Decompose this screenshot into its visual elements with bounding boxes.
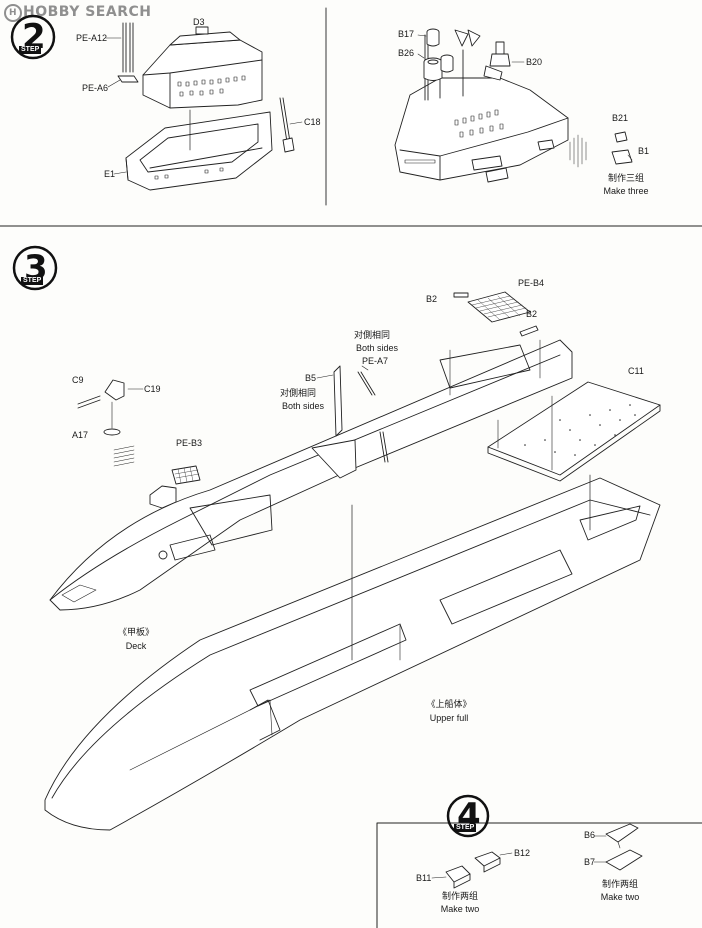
label-c9: C9 [72,375,84,385]
step-badge-ring [10,14,56,60]
watermark-logo: H [4,4,22,22]
label-e1: E1 [104,169,116,179]
label-b1: B1 [638,146,650,156]
label-d3: D3 [193,17,205,27]
step4-right-note-en: Make two [600,892,640,902]
label-a17: A17 [72,430,89,440]
step-4-badge: 4 STEP [446,794,490,838]
label-b20: B20 [526,57,543,67]
label-pe-a7: PE-A7 [362,356,389,366]
step3-hull-en: Upper full [429,713,469,723]
part-b20-sensor [489,41,525,67]
step-3-word: STEP [21,277,44,285]
label-c18: C18 [304,117,321,127]
label-b6: B6 [584,830,596,840]
step2-note-cn: 制作三组 [607,174,644,184]
step-badge-ring [446,794,490,838]
label-b21: B21 [612,113,629,123]
label-b2-left: B2 [426,294,438,304]
step-2-badge: 2 STEP [10,14,56,60]
label-b5: B5 [305,373,317,383]
part-b5-pe-a7-ladders [316,365,389,463]
label-b2-right: B2 [526,309,538,319]
step3-deck-en: Deck [125,641,147,651]
step2-note-en: Make three [603,186,649,196]
part-c9-c19-gun [77,379,144,467]
label-c11: C11 [628,366,644,376]
label-b11: B11 [416,873,432,883]
label-b17: B17 [398,29,415,39]
step3-deck-cn: 《甲板》 [117,628,154,638]
label-c19: C19 [144,384,161,394]
part-d3-superstructure [142,26,263,109]
step3-both-sides-2-en: Both sides [282,401,325,411]
step3-hull-cn: 《上船体》 [426,700,472,710]
part-b21-b1-brackets [569,131,633,168]
label-pe-b4: PE-B4 [518,278,545,288]
part-c18-antenna [279,97,303,153]
step-3-badge: 3 STEP [12,245,58,291]
part-c11-panel [487,381,661,482]
divider-step4-box [376,822,702,928]
part-b6-b7-fittings [593,823,643,871]
step4-right-note-cn: 制作两组 [601,880,638,890]
label-b12: B12 [514,848,531,858]
step4-left-note-en: Make two [440,904,480,914]
step-2-word: STEP [19,46,42,54]
label-pe-a12: PE-A12 [76,33,108,43]
part-b11-b12-fittings [431,851,513,889]
step4-left-note-cn: 制作两组 [441,892,478,902]
part-deck [49,339,573,611]
part-e1-deck-base [113,111,273,191]
step-2-number: 2 [22,17,46,57]
label-pe-b3: PE-B3 [176,438,203,448]
label-b26: B26 [398,48,415,58]
step3-both-sides-2-cn: 对側相同 [280,389,317,399]
part-b17-b26-funnels [417,28,481,81]
step-4-word: STEP [454,824,477,832]
label-pe-a6: PE-A6 [82,83,109,93]
part-upper-hull [44,477,661,831]
step-badge-ring [12,245,58,291]
watermark-text: HOBBY SEARCH [23,4,152,20]
part-pe-a12-masts [105,22,139,88]
step-3-number: 3 [24,248,48,288]
step3-both-sides-1-en: Both sides [356,343,399,353]
label-b7: B7 [584,857,596,867]
part-pe-b3-etch [171,465,201,485]
part-pe-b4-etch [453,291,539,337]
step3-both-sides-1-cn: 对側相同 [354,331,391,341]
part-assembled-superstructure [394,34,569,183]
